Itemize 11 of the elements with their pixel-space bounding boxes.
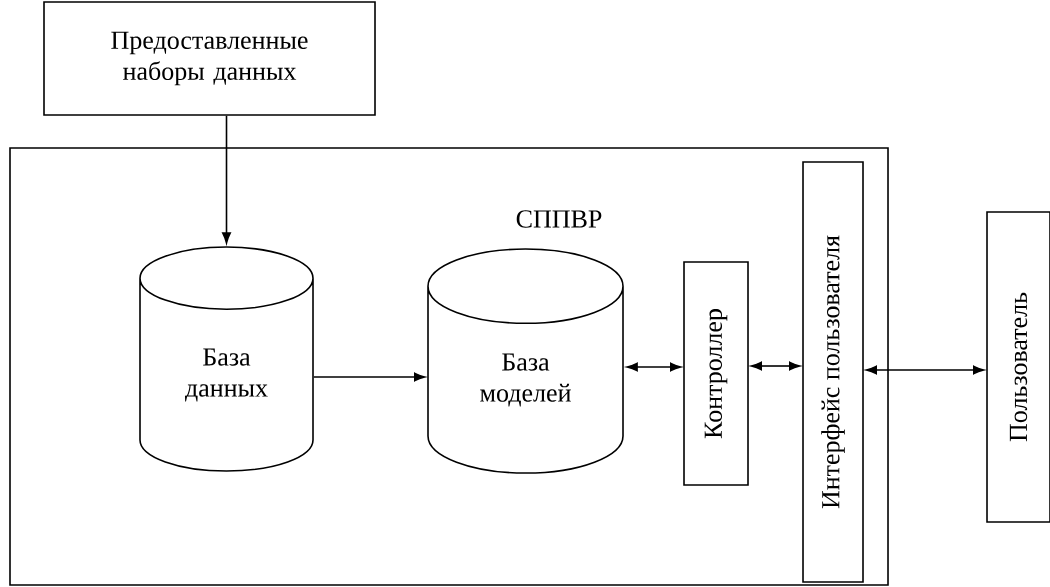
arrow: [313, 372, 426, 382]
database-cylinder: База моделей: [427, 248, 624, 474]
process-box: Интерфейс пользователя: [802, 161, 864, 583]
process-box: Предоставленные наборы данных: [43, 1, 376, 116]
arrow: [750, 361, 801, 371]
arrow: [222, 115, 231, 244]
arrow: [865, 365, 985, 375]
process-box: Контроллер: [683, 261, 749, 486]
arrow: [626, 362, 682, 372]
database-cylinder: База данных: [139, 246, 314, 472]
process-box: Пользователь: [986, 211, 1050, 523]
